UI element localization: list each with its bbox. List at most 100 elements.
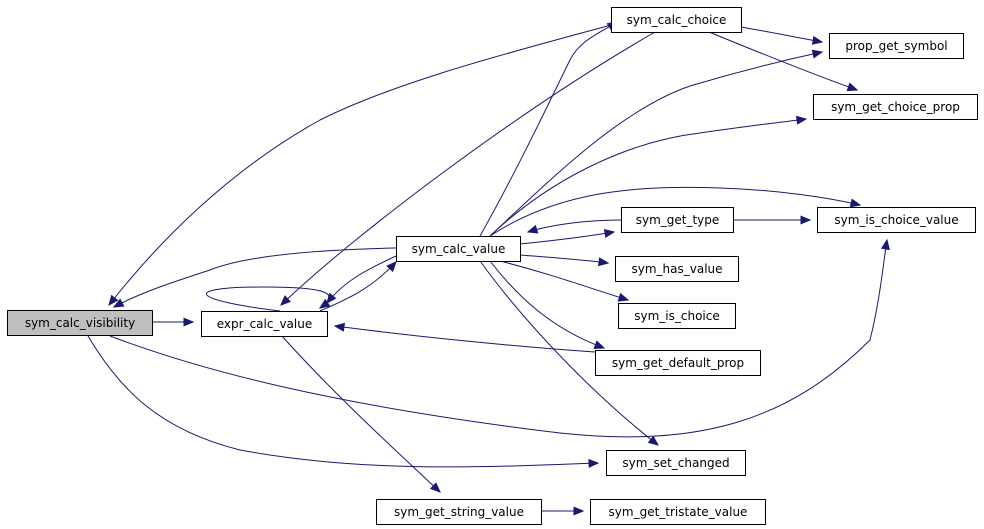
arrowhead-icon bbox=[108, 294, 119, 307]
edge-sym_get_default_prop-to-expr_calc_value bbox=[333, 322, 596, 353]
arrowhead-icon bbox=[588, 458, 600, 468]
edge-line bbox=[489, 186, 861, 237]
edge-sym_calc_visibility-to-sym_set_changed bbox=[87, 335, 600, 468]
edge-line bbox=[519, 254, 609, 264]
edge-sym_calc_value-to-sym_get_default_prop bbox=[489, 260, 606, 350]
node-sym-get-type[interactable]: sym_get_type bbox=[621, 207, 734, 233]
edge-line bbox=[519, 231, 615, 245]
edge-expr_calc_value-to-expr_calc_value bbox=[206, 286, 331, 312]
arrowhead-icon bbox=[280, 295, 291, 306]
edge-sym_calc_value-to-sym_is_choice bbox=[499, 260, 630, 302]
edge-line bbox=[479, 21, 618, 237]
node-label: sym_get_tristate_value bbox=[609, 505, 748, 519]
edge-sym_calc_value-to-sym_calc_visibility bbox=[112, 247, 397, 308]
edge-sym_get_type-to-sym_is_choice_value bbox=[733, 215, 812, 225]
edge-line bbox=[87, 335, 599, 468]
node-label: sym_calc_value bbox=[412, 242, 506, 256]
node-label: sym_is_choice bbox=[634, 309, 720, 323]
node-expr-calc-value[interactable]: expr_calc_value bbox=[201, 311, 328, 337]
edge-sym_calc_choice-to-sym_get_choice_prop bbox=[708, 31, 859, 92]
node-label: sym_get_default_prop bbox=[612, 356, 744, 370]
edge-line bbox=[489, 260, 605, 349]
arrowhead-icon bbox=[811, 49, 824, 59]
node-label: sym_calc_visibility bbox=[25, 316, 135, 330]
edge-sym_calc_value-to-sym_calc_choice bbox=[479, 21, 619, 237]
edge-line bbox=[489, 51, 823, 237]
edge-sym_calc_value-to-prop_get_symbol bbox=[489, 49, 824, 237]
edge-line bbox=[740, 26, 823, 43]
node-sym-get-choice-prop[interactable]: sym_get_choice_prop bbox=[813, 94, 978, 120]
arrowhead-icon bbox=[429, 482, 441, 493]
arrowhead-icon bbox=[849, 198, 862, 208]
node-label: sym_get_choice_prop bbox=[831, 100, 960, 114]
node-sym-calc-choice[interactable]: sym_calc_choice bbox=[611, 7, 742, 33]
node-box bbox=[611, 7, 742, 33]
node-box bbox=[7, 310, 153, 336]
edges-layer bbox=[87, 21, 890, 516]
edge-sym_calc_value-to-sym_get_type bbox=[519, 229, 616, 245]
node-sym-get-default-prop[interactable]: sym_get_default_prop bbox=[595, 350, 761, 376]
edge-sym_calc_value-to-expr_calc_value bbox=[326, 255, 397, 305]
nodes-layer: sym_calc_visibility expr_calc_value sym_ca… bbox=[7, 7, 978, 525]
edge-expr_calc_value-to-sym_get_string_value bbox=[281, 335, 441, 493]
edge-line bbox=[108, 24, 612, 306]
edge-expr_calc_value-to-sym_calc_value bbox=[319, 261, 397, 312]
arrowhead-icon bbox=[800, 215, 812, 225]
edge-sym_calc_value-to-sym_has_value bbox=[519, 254, 610, 267]
node-sym-get-tristate-value[interactable]: sym_get_tristate_value bbox=[590, 499, 766, 525]
arrowhead-icon bbox=[617, 292, 630, 302]
node-box bbox=[618, 303, 736, 329]
node-sym-calc-value[interactable]: sym_calc_value bbox=[396, 236, 521, 262]
node-box bbox=[376, 499, 542, 525]
arrowhead-icon bbox=[796, 115, 808, 125]
edge-line bbox=[280, 31, 656, 306]
node-label: sym_is_choice_value bbox=[834, 213, 958, 227]
node-box bbox=[829, 33, 964, 59]
node-label: sym_set_changed bbox=[622, 456, 729, 470]
node-label: sym_calc_choice bbox=[627, 13, 727, 27]
edge-line bbox=[479, 260, 659, 446]
node-label: expr_calc_value bbox=[217, 317, 312, 331]
edge-line bbox=[109, 239, 888, 438]
node-label: prop_get_symbol bbox=[845, 39, 947, 53]
arrowhead-icon bbox=[647, 435, 660, 446]
edge-line bbox=[499, 260, 629, 301]
arrowhead-icon bbox=[593, 340, 606, 350]
edge-sym_calc_visibility-to-sym_is_choice_value bbox=[109, 238, 890, 438]
edge-sym_calc_choice-to-prop_get_symbol bbox=[740, 26, 824, 45]
node-label: sym_get_string_value bbox=[394, 505, 524, 519]
arrowhead-icon bbox=[573, 506, 585, 516]
arrowhead-icon bbox=[526, 224, 539, 234]
node-box bbox=[813, 94, 978, 120]
node-box bbox=[615, 256, 739, 282]
node-prop-get-symbol[interactable]: prop_get_symbol bbox=[829, 33, 964, 59]
arrowhead-icon bbox=[880, 238, 890, 251]
edge-sym_calc_value-to-sym_is_choice_value bbox=[489, 186, 862, 237]
edge-line bbox=[281, 335, 441, 493]
edge-sym_calc_value-to-sym_get_choice_prop bbox=[489, 115, 808, 237]
arrowhead-icon bbox=[386, 261, 397, 273]
node-label: sym_get_type bbox=[636, 213, 720, 227]
edge-line bbox=[326, 255, 397, 304]
node-sym-has-value[interactable]: sym_has_value bbox=[615, 256, 739, 282]
node-box bbox=[595, 350, 761, 376]
edge-sym_calc_choice-to-expr_calc_value bbox=[280, 31, 656, 306]
node-sym-get-string-value[interactable]: sym_get_string_value bbox=[376, 499, 542, 525]
edge-sym_calc_value-to-sym_set_changed bbox=[479, 260, 660, 446]
edge-sym_get_type-to-sym_calc_value bbox=[526, 219, 622, 234]
arrowhead-icon bbox=[183, 317, 195, 327]
edge-line bbox=[206, 286, 330, 312]
node-box bbox=[590, 499, 766, 525]
node-sym-is-choice[interactable]: sym_is_choice bbox=[618, 303, 736, 329]
node-sym-calc-visibility[interactable]: sym_calc_visibility bbox=[7, 310, 153, 336]
node-label: sym_has_value bbox=[631, 262, 722, 276]
edge-sym_calc_visibility-to-expr_calc_value bbox=[152, 317, 195, 327]
arrowhead-icon bbox=[598, 257, 610, 267]
node-sym-is-choice-value[interactable]: sym_is_choice_value bbox=[817, 207, 976, 233]
arrowhead-icon bbox=[811, 35, 824, 45]
node-sym-set-changed[interactable]: sym_set_changed bbox=[606, 450, 746, 476]
edge-sym_get_string_value-to-sym_get_tristate_value bbox=[541, 506, 585, 516]
edge-line bbox=[113, 247, 397, 308]
arrowhead-icon bbox=[603, 229, 616, 239]
